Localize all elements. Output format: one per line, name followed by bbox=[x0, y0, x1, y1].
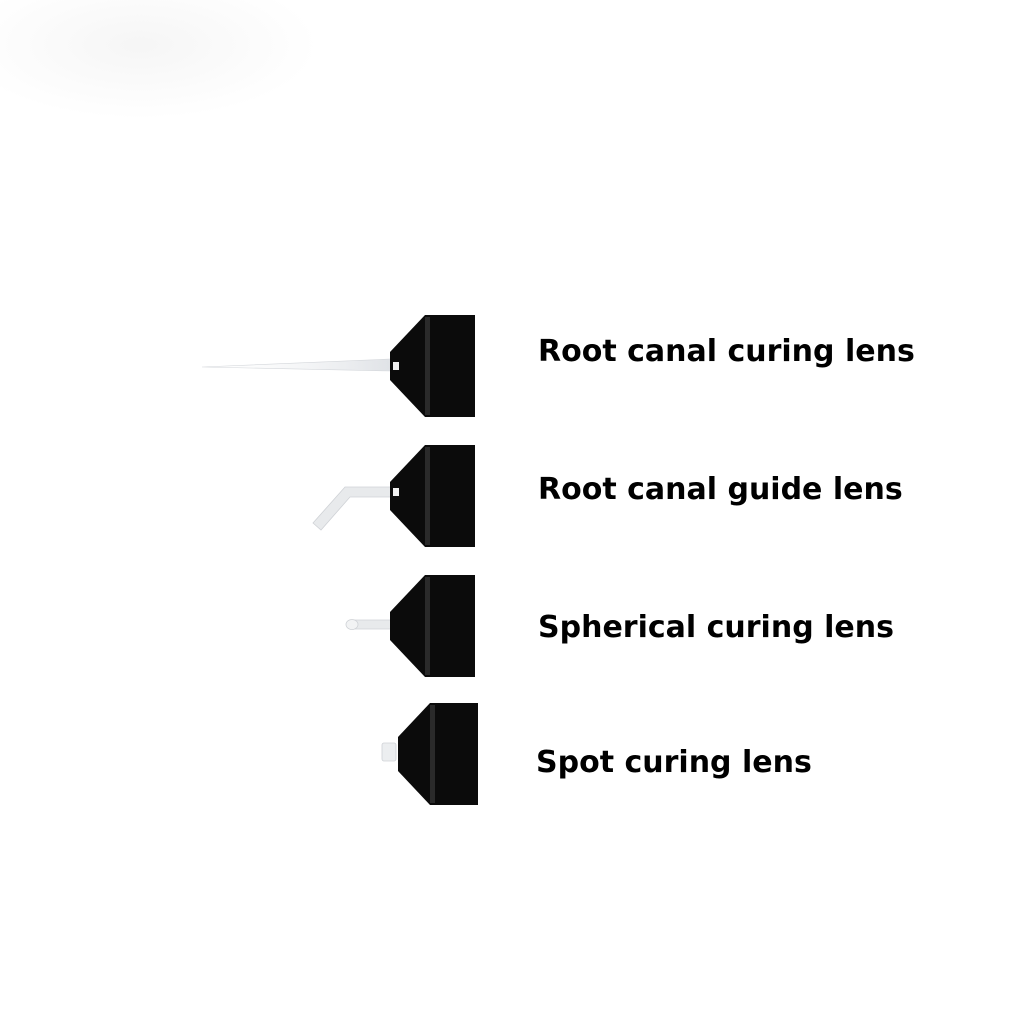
root-canal-guide-lens-image bbox=[180, 435, 500, 565]
bent-fiber-tip-icon bbox=[312, 445, 475, 547]
stub-tip-icon bbox=[381, 703, 478, 805]
background-smudge bbox=[0, 0, 320, 120]
spot-curing-lens-image bbox=[180, 695, 500, 825]
short-ball-tip-icon bbox=[345, 575, 475, 677]
spherical-curing-lens-image bbox=[180, 565, 500, 695]
long-straight-fiber-tip-icon bbox=[201, 315, 475, 417]
root-canal-curing-lens-image bbox=[180, 305, 500, 435]
label-root-canal-guide-lens: Root canal guide lens bbox=[538, 472, 903, 507]
label-spherical-curing-lens: Spherical curing lens bbox=[538, 610, 894, 645]
label-root-canal-curing-lens: Root canal curing lens bbox=[538, 334, 915, 369]
label-spot-curing-lens: Spot curing lens bbox=[536, 745, 812, 780]
